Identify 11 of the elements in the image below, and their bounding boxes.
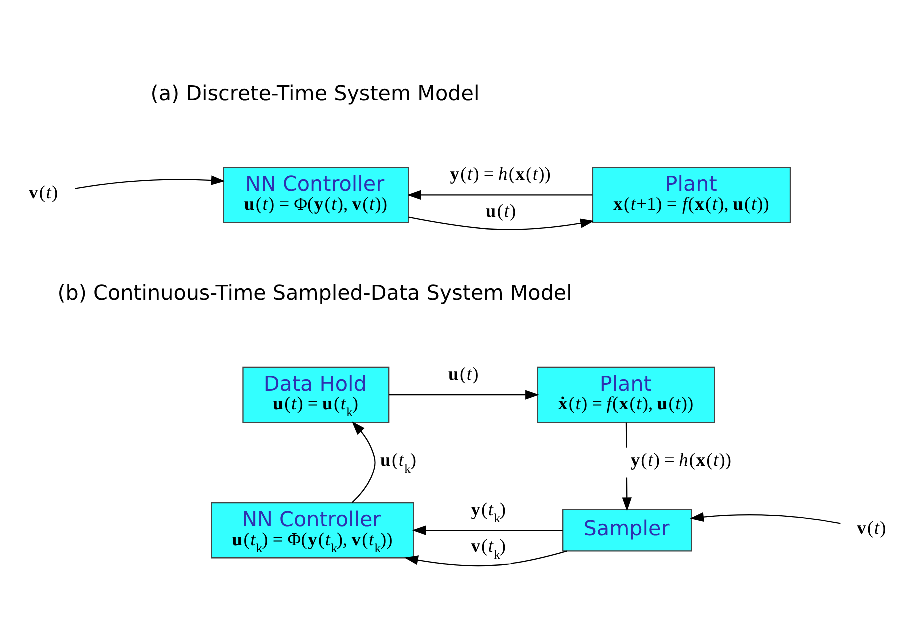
node-text: v(t)	[857, 518, 886, 538]
edge-label: y(t) = h(x(t))	[630, 450, 732, 470]
edge-label: y(t) = h(x(t))	[450, 164, 551, 184]
edge-label: u(t)	[486, 200, 516, 221]
label: (b) Continuous-Time Sampled-Data System Model	[58, 281, 572, 306]
edge-label: y(t$_{k}$)	[471, 499, 506, 526]
edge-label: u(t$_{k}$)	[380, 450, 416, 476]
label: (a) Discrete-Time System Model	[150, 81, 480, 106]
edge-label: v(t$_{k}$)	[471, 536, 506, 562]
edge-label: u(t)	[448, 364, 479, 384]
node-text: v(t)	[29, 182, 58, 202]
